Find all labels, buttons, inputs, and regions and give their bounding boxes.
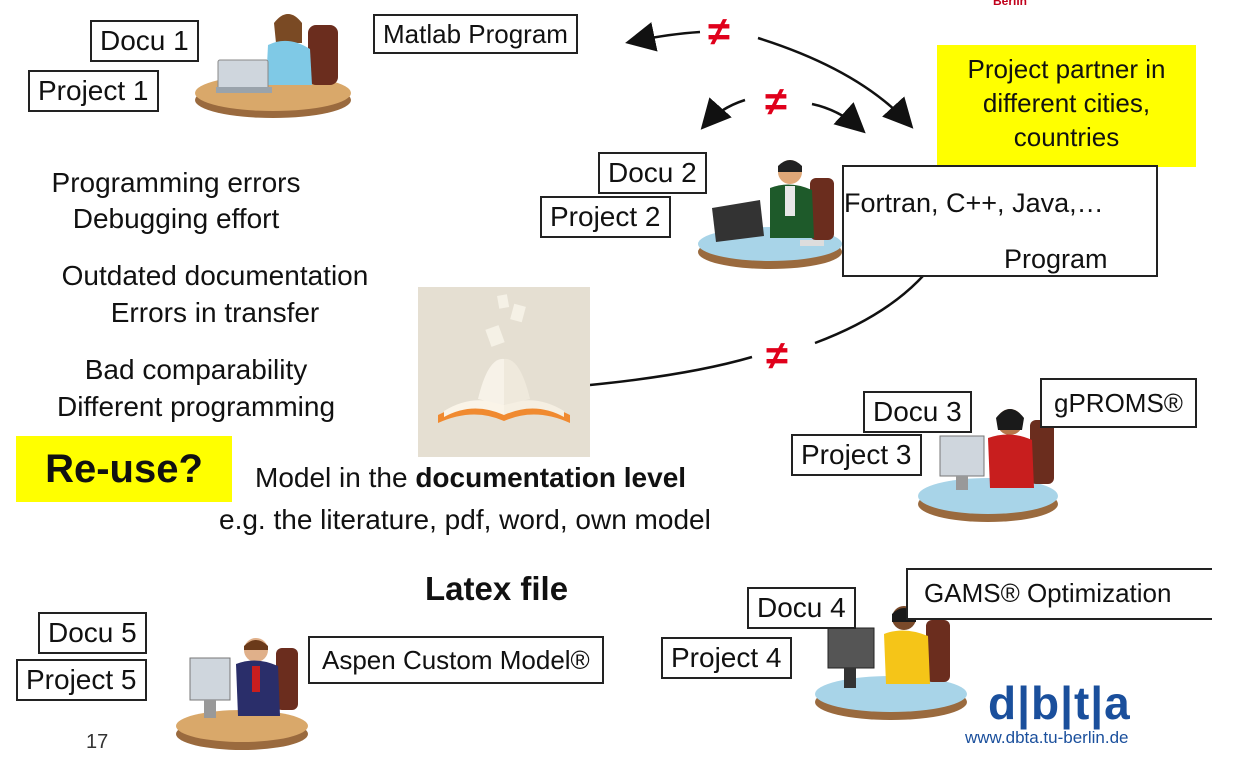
problem-different-programming: Different programming bbox=[56, 391, 336, 422]
docu-4-box: Docu 4 bbox=[747, 587, 856, 629]
problem-outdated-documentation: Outdated documentation bbox=[61, 260, 369, 291]
tu-berlin-logo-text: Berlin bbox=[993, 0, 1028, 8]
problem-debugging-effort: Debugging effort bbox=[72, 203, 280, 234]
neq-symbol-bottom: ≠ bbox=[766, 334, 788, 378]
dbta-logo: d|b|t|a bbox=[988, 677, 1131, 729]
fortran-program-label: Program bbox=[1004, 244, 1108, 274]
partner-note-line-3: countries bbox=[1013, 121, 1120, 152]
arrow-matlab-to-fortran bbox=[757, 36, 914, 129]
gams-label: GAMS® Optimization bbox=[924, 578, 1172, 608]
docu-2-box: Docu 2 bbox=[598, 152, 707, 194]
fortran-program-box: Fortran, C++, Java,… Program bbox=[842, 165, 1158, 277]
dbta-url[interactable]: www.dbta.tu-berlin.de bbox=[965, 728, 1129, 747]
project-3-box: Project 3 bbox=[791, 434, 922, 476]
model-description: Model in the documentation level bbox=[255, 461, 686, 495]
arrow-to-matlab bbox=[625, 22, 701, 52]
matlab-program-box: Matlab Program bbox=[373, 14, 578, 54]
project-partner-note: Project partner in different cities, cou… bbox=[937, 45, 1196, 167]
arrow-book-to-fortran bbox=[589, 355, 753, 387]
project-4-box: Project 4 bbox=[661, 637, 792, 679]
person-3-illustration bbox=[910, 380, 1070, 528]
person-5-illustration bbox=[172, 628, 312, 752]
gproms-box: gPROMS® bbox=[1040, 378, 1197, 428]
model-description-prefix: Model in the bbox=[255, 462, 416, 493]
page-number: 17 bbox=[86, 731, 109, 753]
problem-programming-errors: Programming errors bbox=[51, 167, 301, 198]
latex-file-label: Latex file bbox=[425, 570, 569, 607]
open-book-image bbox=[418, 287, 590, 457]
person-2-illustration bbox=[690, 150, 850, 275]
docu-3-box: Docu 3 bbox=[863, 391, 972, 433]
project-2-box: Project 2 bbox=[540, 196, 671, 238]
neq-symbol-top: ≠ bbox=[708, 10, 730, 54]
fortran-languages: Fortran, C++, Java,… bbox=[844, 188, 1104, 218]
model-description-bold: documentation level bbox=[415, 462, 687, 493]
arrow-middle-left bbox=[700, 97, 746, 130]
person-1-illustration bbox=[188, 5, 358, 125]
problem-bad-comparability: Bad comparability bbox=[84, 354, 308, 385]
person-4-illustration bbox=[806, 600, 976, 724]
partner-note-line-2: different cities, bbox=[982, 87, 1151, 118]
aspen-box: Aspen Custom Model® bbox=[308, 636, 604, 684]
reuse-label: Re-use? bbox=[16, 436, 232, 502]
project-5-box: Project 5 bbox=[16, 659, 147, 701]
docu-1-box: Docu 1 bbox=[90, 20, 199, 62]
project-1-box-visible: Project 1 bbox=[28, 70, 159, 112]
partner-note-line-1: Project partner in bbox=[967, 54, 1166, 84]
arrow-middle-right bbox=[811, 102, 866, 134]
docu-5-box: Docu 5 bbox=[38, 612, 147, 654]
example-line: e.g. the literature, pdf, word, own mode… bbox=[219, 504, 711, 535]
problem-errors-in-transfer: Errors in transfer bbox=[110, 297, 320, 328]
gams-box: GAMS® Optimization bbox=[906, 568, 1212, 620]
neq-symbol-middle: ≠ bbox=[765, 80, 787, 124]
